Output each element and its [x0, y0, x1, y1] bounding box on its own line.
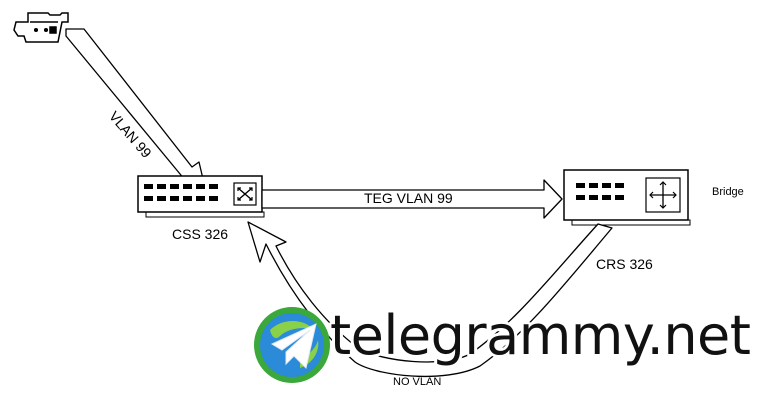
telegram-globe-logo — [254, 307, 330, 383]
teg-vlan99-label: TEG VLAN 99 — [364, 190, 453, 206]
watermark-text: telegrammy.net — [330, 304, 751, 367]
vlan99-arrow — [65, 28, 208, 197]
bridge-label: Bridge — [712, 186, 744, 198]
crs-ports — [576, 183, 624, 200]
router-icon — [645, 177, 681, 213]
css-326-label: CSS 326 — [172, 226, 229, 242]
switch-icon — [233, 182, 257, 206]
css-ports — [144, 184, 218, 201]
crs-326-label: CRS 326 — [596, 256, 653, 272]
camera-icon — [13, 12, 69, 43]
teg-vlan99-arrow — [261, 179, 563, 219]
crs-router — [563, 169, 691, 226]
no-vlan-label: NO VLAN — [393, 376, 442, 388]
css-switch — [137, 175, 265, 218]
no-vlan-arrow — [247, 221, 613, 378]
